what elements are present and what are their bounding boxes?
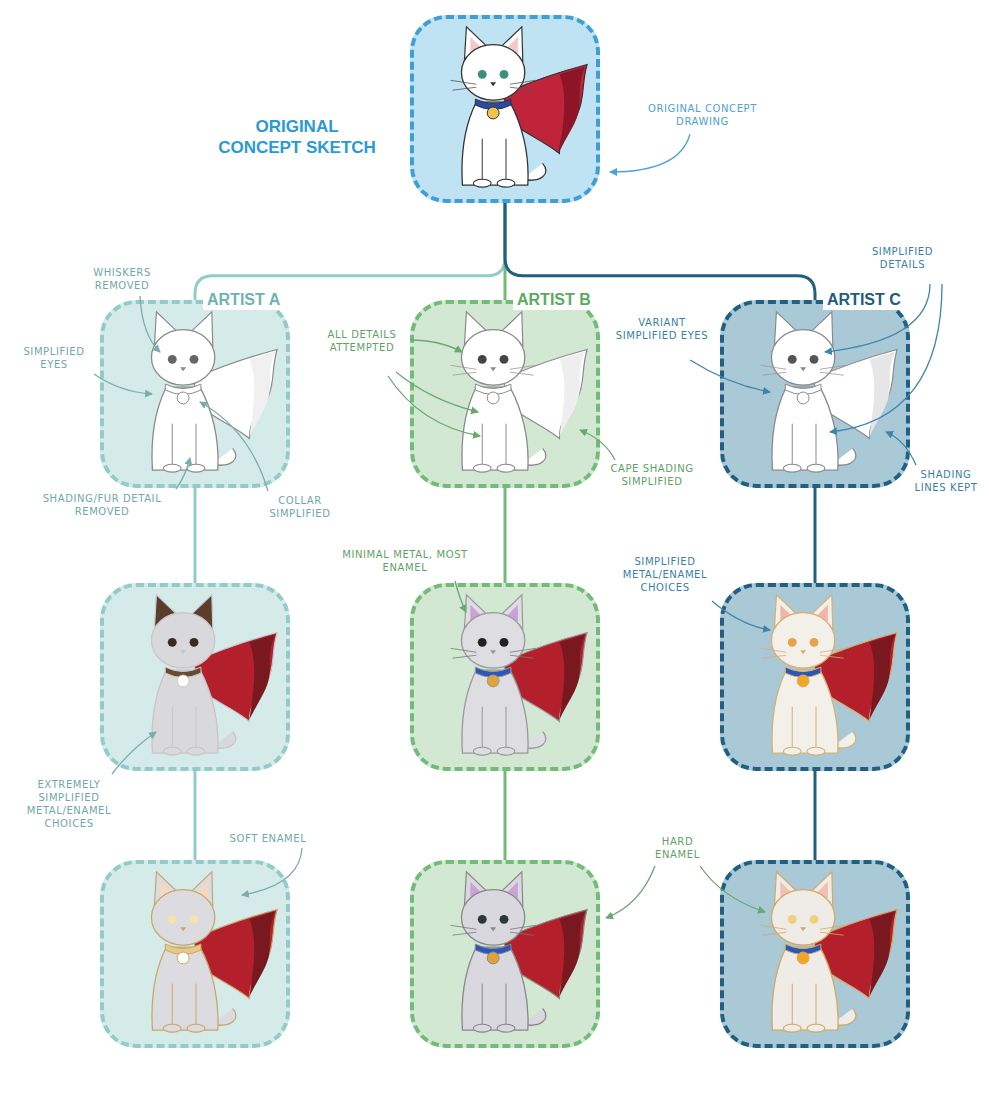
leader-line [242, 848, 302, 895]
pin-design-box [410, 15, 600, 203]
artist-label: ARTIST C [823, 290, 905, 310]
annotation-note: EXTREMELY SIMPLIFIED METAL/ENAMEL CHOICE… [14, 778, 124, 830]
artist-label: ARTIST A [203, 290, 284, 310]
pin-design-box [410, 583, 600, 771]
annotation-note: SIMPLIFIED DETAILS [855, 245, 950, 271]
leader-line [200, 402, 268, 491]
cat-illustration [410, 583, 600, 771]
cat-illustration [720, 300, 910, 488]
cat-illustration [410, 15, 600, 203]
pin-design-box: ARTIST C [720, 300, 910, 488]
leader-line [580, 430, 615, 460]
cat-illustration [100, 300, 290, 488]
leader-line [455, 581, 466, 612]
artist-label: ARTIST B [513, 290, 595, 310]
tree-connector [814, 488, 817, 583]
cat-illustration [100, 583, 290, 771]
annotation-note: SOFT ENAMEL [228, 832, 308, 845]
cat-illustration [100, 860, 290, 1048]
annotation-note: CAPE SHADING SIMPLIFIED [602, 462, 702, 488]
annotation-note: SHADING LINES KEPT [910, 468, 982, 494]
annotation-note: WHISKERS REMOVED [72, 266, 172, 292]
tree-connector [195, 203, 505, 300]
annotation-note: ALL DETAILS ATTEMPTED [318, 328, 406, 354]
pin-design-box: ARTIST B [410, 300, 600, 488]
leader-line [886, 432, 916, 465]
cat-illustration [720, 860, 910, 1048]
leader-line [610, 134, 690, 172]
annotation-note: SHADING/FUR DETAIL REMOVED [22, 492, 182, 518]
cat-illustration [410, 860, 600, 1048]
leader-line [830, 284, 942, 432]
leader-line [396, 372, 478, 412]
annotation-note: SIMPLIFIED METAL/ENAMEL CHOICES [615, 555, 715, 594]
annotation-note: HARD ENAMEL [640, 835, 715, 861]
annotation-note: SIMPLIFIED EYES [14, 345, 94, 371]
cat-illustration [410, 300, 600, 488]
leader-line [700, 866, 765, 912]
leader-line [176, 458, 190, 489]
leader-line [690, 360, 770, 392]
tree-connector [504, 488, 507, 583]
annotation-note: COLLAR SIMPLIFIED [250, 494, 350, 520]
tree-connector [504, 771, 507, 860]
leader-line [606, 866, 655, 918]
leader-line [140, 296, 160, 352]
leader-line [825, 284, 930, 352]
tree-connector [814, 771, 817, 860]
pin-design-box [720, 860, 910, 1048]
leader-line [112, 732, 156, 774]
leader-line [94, 374, 152, 394]
diagram-title: ORIGINAL CONCEPT SKETCH [212, 116, 382, 158]
pin-design-box [100, 860, 290, 1048]
pin-design-box [100, 583, 290, 771]
annotation-note: VARIANT SIMPLIFIED EYES [612, 316, 712, 342]
tree-connector [505, 203, 815, 300]
pin-design-box [410, 860, 600, 1048]
annotation-note: ORIGINAL CONCEPT DRAWING [625, 102, 780, 128]
tree-connector [194, 488, 197, 583]
leader-line [712, 601, 770, 630]
leader-line [388, 376, 480, 436]
cat-illustration [720, 583, 910, 771]
pin-design-box: ARTIST A [100, 300, 290, 488]
annotation-note: MINIMAL METAL, MOST ENAMEL [335, 548, 475, 574]
pin-design-box [720, 583, 910, 771]
leader-line [410, 340, 462, 352]
tree-connector [194, 771, 197, 860]
